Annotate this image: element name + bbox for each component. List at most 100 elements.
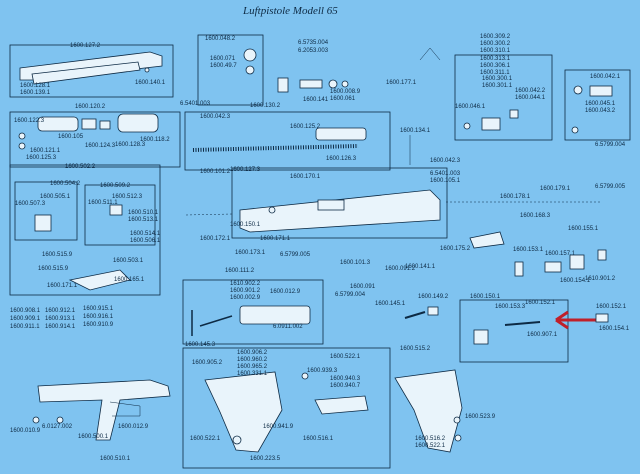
group-frame — [564, 69, 631, 141]
part-number-label: 1600.043.2 — [585, 108, 616, 114]
part-number-label: 1600.154.1 — [599, 326, 630, 332]
part-number-label: 1600.311.1 — [480, 70, 510, 76]
trigger-part — [68, 269, 131, 291]
part-number-label: 1600.171.1 — [260, 236, 291, 242]
part-number-label: 1600.008.9 — [330, 89, 361, 95]
group-frame — [9, 164, 161, 296]
part-number-label: 1600.150.1 — [470, 294, 501, 300]
barrel-group — [9, 111, 181, 168]
part-number-label: 1600.150.1 — [230, 222, 261, 228]
pin-part — [514, 261, 524, 277]
part-number-label: 1600.914.1 — [45, 324, 76, 330]
grip-group — [182, 347, 391, 469]
part-number-label: 1600.120.2 — [75, 104, 106, 110]
part-number-label: 1600.002.9 — [230, 295, 261, 301]
part-number-label: 1600.939.3 — [307, 368, 338, 374]
part-number-label: 1600.515.2 — [400, 346, 431, 352]
part-number-label: 1600.506.1 — [130, 238, 161, 244]
part-number-label: 1600.941.9 — [263, 424, 294, 430]
part-number-label: 1610.901.2 — [585, 276, 616, 282]
part-number-label: 1600.960.2 — [237, 357, 268, 363]
part-number-label: 1600.510.1 — [100, 456, 131, 462]
part-number-label: 1600.522.1 — [190, 436, 221, 442]
part-number-label: 1600.313.1 — [480, 56, 511, 62]
part-number-label: 1600.071 — [210, 56, 236, 62]
grip-left-part — [204, 371, 283, 453]
group-frame — [459, 299, 569, 363]
sight-block-part — [277, 77, 289, 93]
part-number-label: 1600.510.1 — [128, 210, 159, 216]
part-number-label: 6.5799.005 — [280, 252, 311, 258]
part-number-label: 1600.130.2 — [250, 103, 281, 109]
part-number-label: 1600.140.1 — [135, 80, 166, 86]
right-trigger-parts — [469, 231, 607, 277]
part-number-label: 1600.145.3 — [185, 342, 216, 348]
part-number-label: 6.0127.002 — [42, 424, 73, 430]
part-number-label: 1600.091.2 — [385, 266, 416, 272]
screw-part — [301, 372, 309, 380]
part-number-label: 1600.901.2 — [230, 288, 261, 294]
piston-part — [315, 127, 367, 141]
part-number-label: 1600.154.1 — [560, 278, 591, 284]
group-frame — [454, 54, 553, 141]
screw-part — [571, 126, 579, 134]
screw-box-group — [564, 69, 631, 141]
part-number-label: 1600.127.2 — [70, 43, 101, 49]
nut-part — [328, 79, 338, 89]
grip-right-part — [394, 369, 463, 453]
part-number-label: 1600.49.7 — [210, 63, 237, 69]
part-number-label: 1600.061 — [330, 96, 356, 102]
part-number-label: 1600.153.1 — [513, 247, 544, 253]
part-number-label: 1600.173.1 — [235, 250, 266, 256]
grip-plate-part — [314, 395, 369, 415]
part-number-label: 1600.046.1 — [455, 104, 486, 110]
subgroup-frame — [84, 184, 156, 246]
sight-block-part — [299, 79, 323, 89]
part-number-label: 6.0911.002 — [273, 324, 303, 330]
part-number-label: 6.5401.003 — [180, 101, 211, 107]
part-number-label: 1600.042.3 — [200, 114, 231, 120]
block-part — [34, 214, 52, 232]
part-number-label: 1600.145.1 — [375, 301, 406, 307]
group-frame — [182, 347, 391, 469]
part-number-label: 1600.105 — [58, 134, 84, 140]
part-number-label: 1600.512.3 — [112, 194, 143, 200]
receiver-part — [239, 189, 441, 233]
group-frame — [231, 167, 448, 239]
screw-part — [144, 67, 150, 73]
spring-part — [192, 144, 359, 152]
group-frame — [197, 34, 264, 106]
part-number-label: 1600.122.3 — [14, 118, 45, 124]
part-number-label: 6.5799.004 — [595, 142, 626, 148]
part-number-label: 1600.965.2 — [237, 364, 268, 370]
spring-clip-part — [419, 47, 441, 61]
block-part — [544, 261, 562, 273]
part-number-label: 1600.048.2 — [205, 36, 236, 42]
part-number-label: 1600.128.3 — [115, 142, 146, 148]
part-number-label: 1600.170.1 — [290, 174, 321, 180]
part-number-label: 1600.905.2 — [192, 360, 223, 366]
part-number-label: 1600.126.3 — [326, 156, 357, 162]
leader-line — [185, 213, 233, 216]
part-number-label: 1600.940.7 — [330, 383, 361, 389]
part-number-label: 1600.300.1 — [482, 76, 513, 82]
part-number-label: 1600.042.1 — [590, 74, 621, 80]
group-frame — [9, 44, 174, 98]
screw-part — [32, 416, 40, 424]
knob-part — [243, 48, 257, 62]
sight-screws-group — [197, 34, 349, 106]
part-number-label: 1600.155.1 — [568, 226, 599, 232]
muzzle-part — [117, 113, 159, 133]
washer-part — [18, 132, 26, 140]
part-number-label: 1600.121.1 — [30, 148, 61, 154]
trigger-mechanism-group — [9, 164, 161, 296]
part-number-label: 1600.152.1 — [525, 300, 556, 306]
barrel-part — [37, 116, 79, 132]
part-number-label: 1600.042.3 — [430, 158, 461, 164]
part-number-label: 1600.906.2 — [237, 350, 268, 356]
screw-part — [453, 416, 461, 424]
trigger-pieces-group — [454, 54, 553, 141]
group-frame — [9, 111, 181, 168]
screw-part — [573, 85, 583, 95]
